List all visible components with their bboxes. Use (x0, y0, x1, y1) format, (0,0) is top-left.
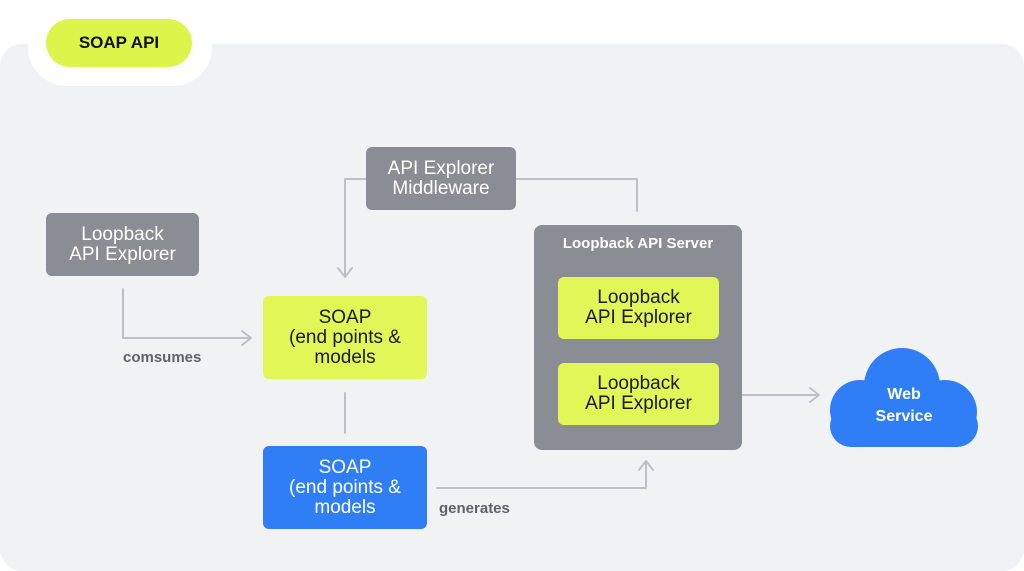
page-title: SOAP API (46, 19, 192, 67)
node-line: API Explorer (387, 157, 495, 179)
node-line: Middleware (392, 177, 490, 199)
node-line: Loopback (81, 223, 164, 245)
node-line: API Explorer (585, 393, 692, 414)
connector-middleware-to-soap (344, 178, 367, 277)
edge-label-consumes: comsumes (123, 349, 202, 366)
node-line: SOAP (318, 306, 372, 328)
node-line: API Explorer (69, 243, 176, 265)
node-line: (end points & (289, 476, 401, 498)
node-line: Loopback (597, 373, 680, 394)
web-service-label: Web Service (852, 384, 956, 428)
node-line: Service (875, 408, 933, 425)
server-title: Loopback API Server (562, 235, 714, 252)
connector-middleware-to-server (515, 178, 638, 212)
connector-generates (436, 461, 647, 489)
server-inner-top-node: Loopback API Explorer (558, 277, 719, 339)
node-line: API Explorer (585, 307, 692, 328)
arrowhead-to-web-service (809, 387, 820, 403)
arrowhead-middleware-to-soap (337, 267, 353, 278)
arrowhead-consumes (241, 330, 252, 346)
node-line: models (314, 496, 376, 518)
node-line: Loopback (597, 287, 680, 308)
api-explorer-middleware-node: API Explorer Middleware (366, 147, 516, 210)
node-line: models (314, 346, 376, 368)
arrowhead-generates (638, 460, 654, 471)
diagram-background (0, 44, 1024, 571)
soap-endpoints-models-node: SOAP (end points & models (263, 296, 427, 379)
node-line: SOAP (318, 456, 372, 478)
connector-consumes (122, 288, 251, 339)
cloud-icon (830, 348, 978, 447)
node-line: Web (887, 386, 921, 403)
server-inner-bottom-node: Loopback API Explorer (558, 363, 719, 425)
loopback-api-explorer-node: Loopback API Explorer (46, 213, 199, 276)
soap-generated-node: SOAP (end points & models (263, 446, 427, 529)
edge-label-generates: generates (439, 500, 510, 517)
node-line: (end points & (289, 326, 401, 348)
